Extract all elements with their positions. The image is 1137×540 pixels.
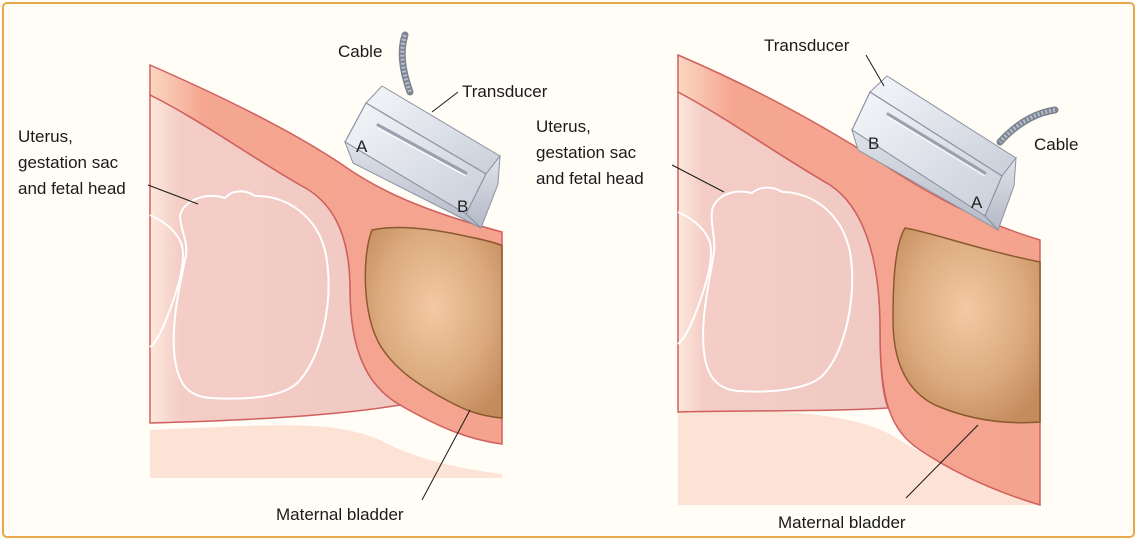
cable-label: Cable: [338, 42, 382, 61]
end-b-label: B: [457, 197, 468, 216]
transducer-label: Transducer: [462, 82, 548, 101]
bladder-label: Maternal bladder: [778, 513, 906, 532]
end-b-label: B: [868, 134, 879, 153]
transducer-label: Transducer: [764, 36, 850, 55]
uterus-label-line3: and fetal head: [536, 169, 644, 188]
cable-label: Cable: [1034, 135, 1078, 154]
uterus-label-line2: gestation sac: [536, 143, 637, 162]
end-a-label: A: [971, 193, 983, 212]
uterus-label-line1: Uterus,: [536, 117, 591, 136]
end-a-label: A: [356, 137, 368, 156]
bladder-label: Maternal bladder: [276, 505, 404, 524]
uterus-label-line2: gestation sac: [18, 153, 119, 172]
uterus-label-line3: and fetal head: [18, 179, 126, 198]
uterus-label-line1: Uterus,: [18, 127, 73, 146]
